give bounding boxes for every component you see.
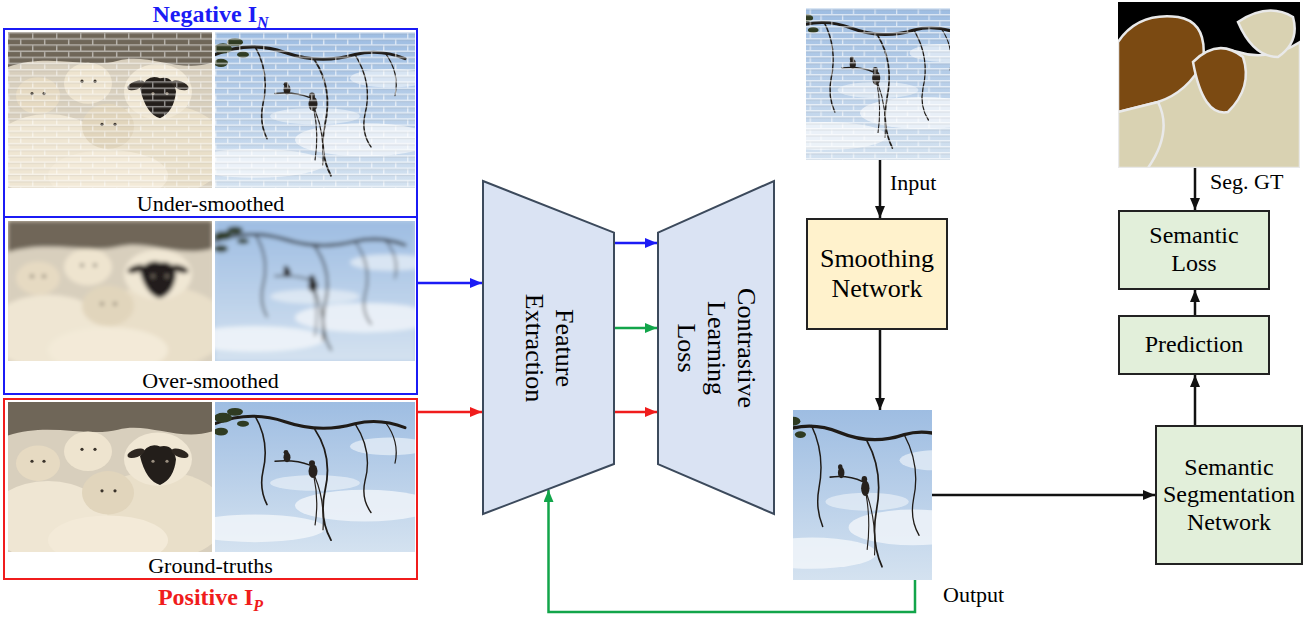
sample-panel: Over-smoothed bbox=[3, 216, 418, 395]
under-smoothed-images bbox=[0, 32, 228, 201]
prediction-box: Prediction bbox=[1118, 315, 1270, 375]
connector-arrow bbox=[418, 282, 482, 285]
ground-truth-images bbox=[185, 402, 435, 552]
input-photo bbox=[788, 8, 968, 160]
connector-arrow bbox=[932, 494, 1155, 497]
trapezoid-outline bbox=[483, 181, 614, 514]
loss-box: Semantic Loss bbox=[1118, 210, 1270, 290]
under-smoothed-images bbox=[215, 32, 415, 188]
image-label: Input bbox=[890, 171, 936, 195]
network-box: Semantic Segmentation Network bbox=[1155, 425, 1303, 565]
image-label: Seg. GT bbox=[1210, 170, 1283, 194]
loss-block: Contrastive Learning Loss bbox=[657, 180, 775, 515]
over-smoothed-images bbox=[0, 221, 435, 373]
trapezoid-outline bbox=[658, 181, 774, 514]
connector-arrow bbox=[615, 327, 657, 330]
under-smoothed-images bbox=[185, 32, 435, 188]
panel-caption: Ground-truths bbox=[148, 554, 273, 578]
connector-arrow bbox=[1194, 290, 1197, 315]
connector-arrow bbox=[1194, 168, 1197, 210]
connector-arrow bbox=[879, 330, 882, 410]
segmentation-ground-truth bbox=[1118, 2, 1300, 168]
under-smoothed-images bbox=[0, 32, 228, 201]
ground-truth-images bbox=[0, 402, 228, 565]
sample-panel: Under-smoothed bbox=[3, 28, 418, 218]
box-label: Semantic Loss bbox=[1126, 222, 1262, 277]
over-smoothed-images bbox=[0, 221, 228, 373]
under-smoothed-images bbox=[8, 32, 212, 188]
ground-truth-images bbox=[0, 402, 435, 565]
input-image: Input bbox=[806, 8, 950, 160]
connector-arrow bbox=[615, 242, 657, 245]
output-image: Output bbox=[793, 410, 932, 580]
heading-text: Positive I bbox=[158, 584, 253, 610]
block-label: Feature Extraction bbox=[519, 278, 579, 418]
group-heading: Negative IN bbox=[3, 1, 418, 36]
network-box: Smoothing Network bbox=[806, 218, 948, 330]
panel-caption: Over-smoothed bbox=[142, 369, 278, 393]
panel-caption: Under-smoothed bbox=[137, 192, 284, 216]
negative-group: Negative IN Under-smoothedOver-smoothed bbox=[3, 0, 418, 395]
input-photo bbox=[761, 8, 986, 160]
box-label: Smoothing Network bbox=[814, 244, 940, 304]
over-smoothed-images bbox=[185, 221, 435, 361]
box-label: Prediction bbox=[1145, 331, 1244, 359]
connector-arrow bbox=[549, 490, 916, 612]
input-photo bbox=[761, 8, 986, 160]
feature-extractor: Feature Extraction bbox=[482, 180, 615, 515]
under-smoothed-images bbox=[185, 32, 435, 188]
connector-arrow bbox=[418, 411, 482, 414]
over-smoothed-images bbox=[0, 221, 228, 373]
segmentation-ground-truth bbox=[1118, 2, 1300, 168]
ground-truth-images bbox=[185, 402, 435, 552]
image-label: Output bbox=[943, 583, 1004, 607]
connector-group bbox=[418, 160, 1195, 612]
subscript: P bbox=[253, 597, 263, 614]
connector-arrow bbox=[879, 160, 882, 218]
segmentation-ground-truth bbox=[1118, 2, 1300, 168]
connector-arrow bbox=[1194, 375, 1197, 425]
under-smoothed-images bbox=[0, 32, 435, 201]
block-label: Contrastive Learning Loss bbox=[671, 278, 761, 418]
box-label: Semantic Segmentation Network bbox=[1163, 454, 1295, 537]
input-photo bbox=[761, 8, 986, 160]
subscript: N bbox=[257, 14, 269, 31]
over-smoothed-images bbox=[185, 221, 435, 361]
heading-text: Negative I bbox=[152, 1, 257, 27]
connector-arrow bbox=[615, 411, 657, 414]
segmentation-map: Seg. GT bbox=[1118, 2, 1300, 168]
ground-truth-images bbox=[0, 402, 228, 565]
group-heading: Positive IP bbox=[5, 584, 416, 619]
sample-panel: Ground-truthsPositive IP bbox=[3, 398, 418, 580]
